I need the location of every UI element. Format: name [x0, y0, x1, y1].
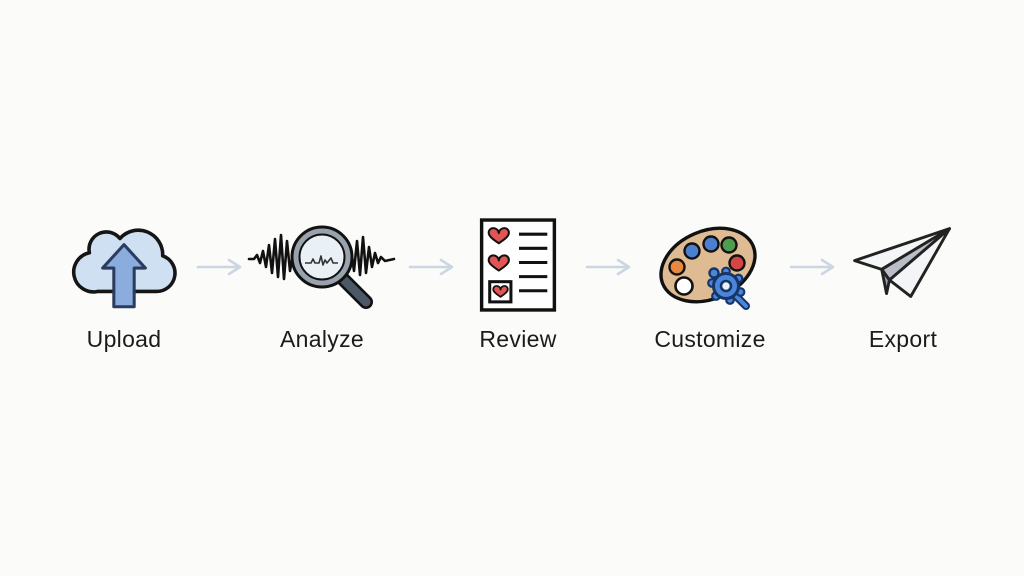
step-review: Review	[430, 214, 606, 353]
step-label: Customize	[654, 326, 766, 352]
step-label: Analyze	[280, 326, 364, 352]
arrow-right-icon	[408, 258, 454, 276]
paper-plane-icon	[815, 214, 991, 316]
checklist-hearts-icon	[430, 214, 606, 316]
waveform-magnifier-icon	[234, 214, 410, 316]
arrow-right-icon	[789, 258, 835, 276]
step-customize: Customize	[622, 214, 798, 353]
arrow-right-icon	[196, 258, 242, 276]
cloud-upload-icon	[36, 214, 212, 316]
step-analyze: Analyze	[234, 214, 410, 353]
step-label: Export	[868, 326, 938, 352]
step-label: Review	[479, 326, 557, 352]
arrow-right-icon	[585, 258, 631, 276]
step-export: Export	[815, 214, 991, 353]
palette-gear-icon	[622, 214, 798, 316]
step-upload: Upload	[36, 214, 212, 353]
step-label: Upload	[86, 326, 162, 352]
